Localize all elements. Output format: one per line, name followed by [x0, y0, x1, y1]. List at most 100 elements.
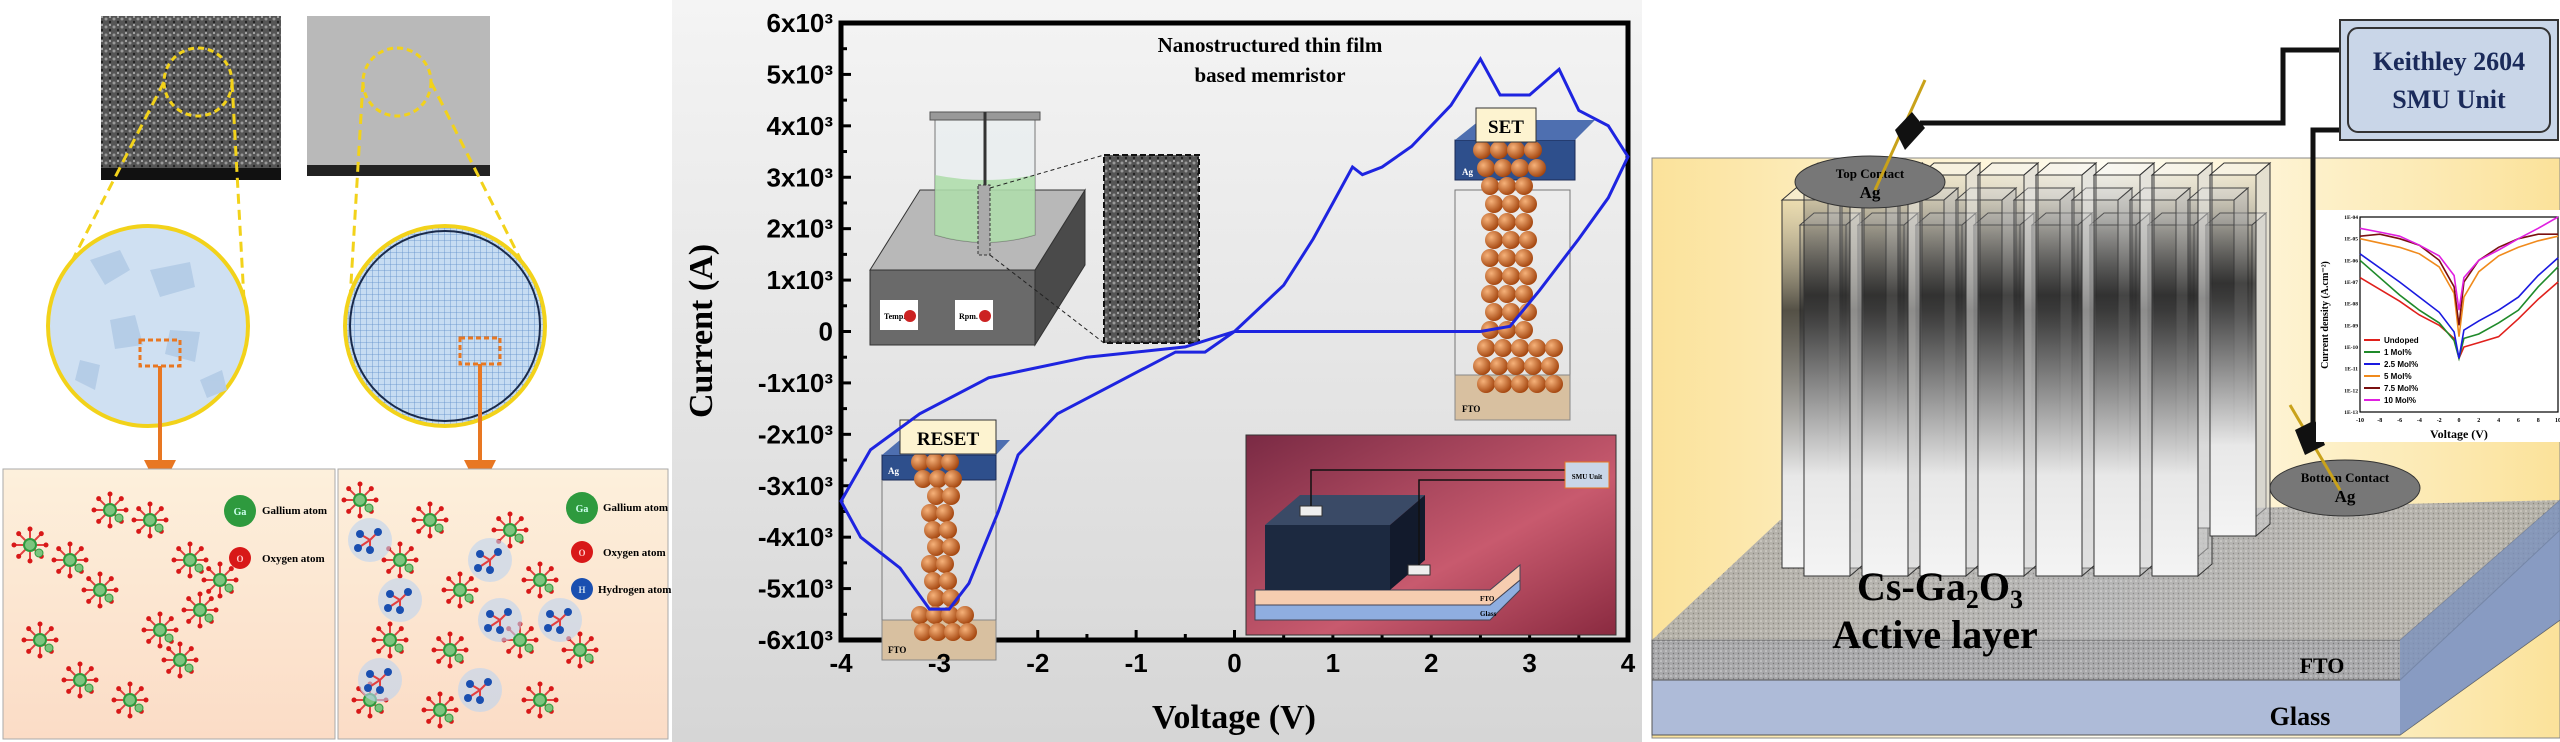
- legend-label: 2.5 Mol%: [2384, 360, 2418, 369]
- hydrogen-cluster: [458, 668, 502, 712]
- ag-atom: [941, 453, 959, 471]
- smu-label-line1: Keithley 2604: [2373, 47, 2525, 76]
- ag-atom: [926, 453, 944, 471]
- x-tick-label: 2: [1424, 648, 1438, 678]
- iv-hysteresis-curve: [839, 56, 1630, 611]
- inset-title-line2: based memristor: [1194, 63, 1345, 87]
- inset-x-tick-label: 6: [2517, 418, 2520, 424]
- ag-atom: [1545, 375, 1563, 393]
- inset-y-tick-labels: 1E-041E-051E-061E-071E-081E-091E-101E-11…: [2344, 215, 2358, 416]
- smu-unit-box: [2339, 19, 2559, 141]
- ag-atom: [1541, 357, 1559, 375]
- ag-atom: [1498, 249, 1516, 267]
- hydrogen-label: Hydrogen atom: [598, 584, 671, 596]
- sem-scale-bar: [101, 168, 281, 180]
- y-tick-label: -2x10³: [758, 419, 833, 449]
- molecule-cluster: [91, 491, 129, 529]
- grain-flakes: [75, 250, 227, 398]
- smu-box: [1564, 461, 1610, 489]
- inset-series-line: [2359, 216, 2559, 311]
- molecule-cluster: [431, 631, 469, 669]
- ag-atom: [936, 555, 954, 573]
- molecule-cluster: [111, 681, 149, 719]
- substrate-side: [2400, 500, 2560, 735]
- ag-atom: [1507, 357, 1525, 375]
- rpm-label: Rpm.: [959, 312, 978, 321]
- molecule-cluster: [51, 541, 89, 579]
- ag-atom: [939, 572, 957, 590]
- inset-y-tick-label: 1E-11: [2345, 367, 2359, 373]
- gallium-symbol: Ga: [576, 504, 589, 515]
- inset-y-tick-label: 1E-06: [2344, 258, 2358, 264]
- molecule-cluster: [81, 571, 119, 609]
- molecule-cluster: [161, 641, 199, 679]
- ag-atom: [1528, 339, 1546, 357]
- ag-label: Ag: [1462, 167, 1473, 177]
- inset-x-tick-label: -10: [2356, 418, 2364, 424]
- y-tick-label: 6x10³: [767, 8, 834, 38]
- gallium-atom-icon: [224, 495, 256, 527]
- inset-x-tick-label: 10: [2555, 418, 2560, 424]
- ag-atom: [927, 487, 945, 505]
- x-axis-label: Voltage (V): [1152, 699, 1316, 736]
- ag-atom: [1502, 303, 1520, 321]
- magnified-lattice-circle: [343, 224, 547, 428]
- ag-atom: [1494, 339, 1512, 357]
- ag-atom: [1515, 177, 1533, 195]
- reset-state-device: Ag FTO RESET: [881, 419, 1010, 661]
- ag-atom: [1490, 357, 1508, 375]
- top-contact-label: Top Contact: [1836, 166, 1905, 181]
- nanorod: [2151, 174, 2199, 577]
- legend-a: Ga Gallium atom O Oxygen atom: [224, 495, 327, 569]
- glass-label: Glass: [1480, 610, 1497, 618]
- ag-pad: [1299, 505, 1323, 517]
- ag-atom: [942, 487, 960, 505]
- ag-atom: [1481, 249, 1499, 267]
- y-axis-label: Current (A): [683, 244, 720, 418]
- ag-atom: [927, 538, 945, 556]
- molecule-cluster: [421, 691, 459, 729]
- reset-badge: [899, 419, 997, 455]
- y-tick-label: -5x10³: [758, 574, 833, 604]
- ag-atom: [959, 623, 977, 641]
- nanorod: [2209, 174, 2257, 537]
- ag-atom: [1507, 141, 1525, 159]
- device-structure-inset: SMU Unit FTO Glass: [1245, 434, 1617, 636]
- glass-label: Glass: [2270, 702, 2331, 731]
- ag-atom: [1490, 141, 1508, 159]
- smu-label: SMU Unit: [1572, 473, 1603, 481]
- fto-label: FTO: [1462, 404, 1480, 414]
- y-tick-label: -6x10³: [758, 625, 833, 655]
- ag-atom: [1481, 213, 1499, 231]
- ag-atom: [929, 470, 947, 488]
- y-tick-label: 5x10³: [767, 59, 834, 89]
- smu-box-inner: [2347, 27, 2551, 133]
- molecule-cluster: [171, 541, 209, 579]
- molecule-cluster: [141, 611, 179, 649]
- smu-label-line2: SMU Unit: [2392, 85, 2506, 114]
- gallium-label: Gallium atom: [603, 502, 668, 514]
- ga-o-clusters: [11, 491, 239, 719]
- inset-y-tick-label: 1E-05: [2344, 237, 2358, 243]
- nanorod: [1977, 174, 2025, 577]
- ag-pad: [1407, 564, 1431, 576]
- inset-series-line: [2359, 276, 2559, 361]
- ag-atom: [1524, 141, 1542, 159]
- silver-filament: [1473, 141, 1563, 393]
- hydrogen-cluster: [378, 578, 422, 622]
- inset-y-tick-label: 1E-08: [2344, 302, 2358, 308]
- probe-tip-icon: [1895, 112, 1925, 150]
- legend-label: 10 Mol%: [2384, 396, 2416, 405]
- y-tick-labels: 6x10³5x10³4x10³3x10³2x10³1x10³0-1x10³-2x…: [758, 8, 833, 655]
- molecule-cluster: [561, 631, 599, 669]
- y-tick-label: 3x10³: [767, 162, 834, 192]
- lattice-circle-outline: [349, 230, 541, 422]
- sem-image-doped: [307, 16, 490, 176]
- ag-atom: [1494, 159, 1512, 177]
- inset-y-tick-label: 1E-09: [2344, 323, 2358, 329]
- synthesis-schematic-panel: Ga Gallium atom O Oxygen atom Ga Gallium…: [2, 16, 671, 740]
- ag-atom: [924, 572, 942, 590]
